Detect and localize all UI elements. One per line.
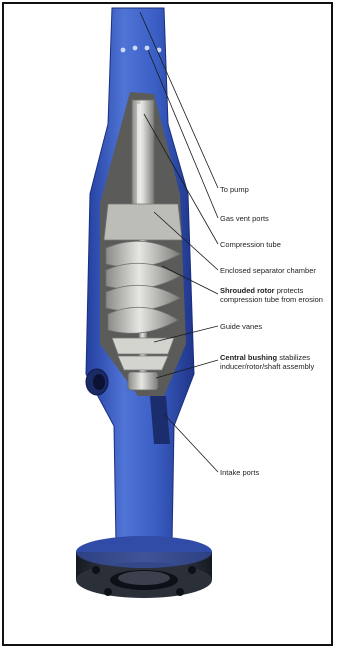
flange (76, 536, 212, 598)
label-central-bushing-text-2: inducer/rotor/shaft assembly (220, 362, 314, 371)
label-shrouded-rotor-bold: Shrouded rotor (220, 286, 275, 295)
label-enclosed-separator-chamber: Enclosed separator chamber (220, 266, 316, 275)
label-to-pump: To pump (220, 185, 249, 194)
label-shrouded-rotor-text-1: protects (277, 286, 304, 295)
label-central-bushing: Central bushing stabilizes inducer/rotor… (220, 353, 314, 371)
label-central-bushing-bold: Central bushing (220, 353, 277, 362)
label-shrouded-rotor: Shrouded rotor protects compression tube… (220, 286, 323, 304)
gas-separator-illustration (4, 4, 331, 644)
label-shrouded-rotor-text-2: compression tube from erosion (220, 295, 323, 304)
label-gas-vent-ports: Gas vent ports (220, 214, 269, 223)
label-guide-vanes: Guide vanes (220, 322, 262, 331)
label-compression-tube: Compression tube (220, 240, 281, 249)
separator-chamber (104, 204, 182, 240)
figure-frame: To pump Gas vent ports Compression tube … (2, 2, 333, 646)
central-bushing (128, 372, 158, 390)
label-central-bushing-text-1: stabilizes (279, 353, 310, 362)
label-intake-ports: Intake ports (220, 468, 259, 477)
